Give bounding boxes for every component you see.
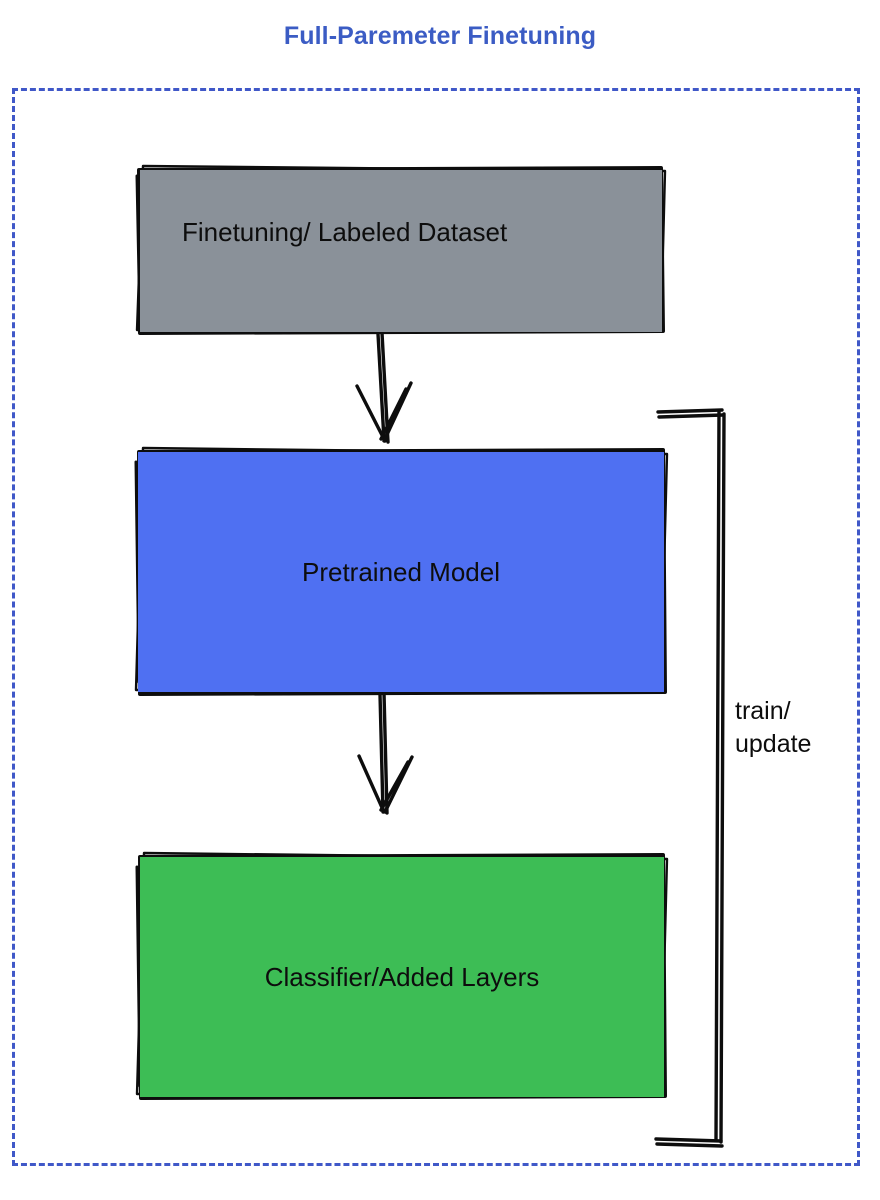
page-title: Full-Paremeter Finetuning	[283, 22, 597, 50]
feedback-loop-label: train/ update	[735, 697, 812, 758]
node-dataset[interactable]: Finetuning/ Labeled Dataset	[140, 170, 662, 332]
node-dataset-label: Finetuning/ Labeled Dataset	[182, 217, 508, 247]
node-classifier-label: Classifier/Added Layers	[264, 961, 540, 992]
node-pretrained[interactable]: Pretrained Model	[138, 452, 664, 692]
diagram-scope-frame	[12, 88, 860, 1166]
node-pretrained-label: Pretrained Model	[302, 556, 500, 587]
node-classifier[interactable]: Classifier/Added Layers	[140, 857, 664, 1097]
